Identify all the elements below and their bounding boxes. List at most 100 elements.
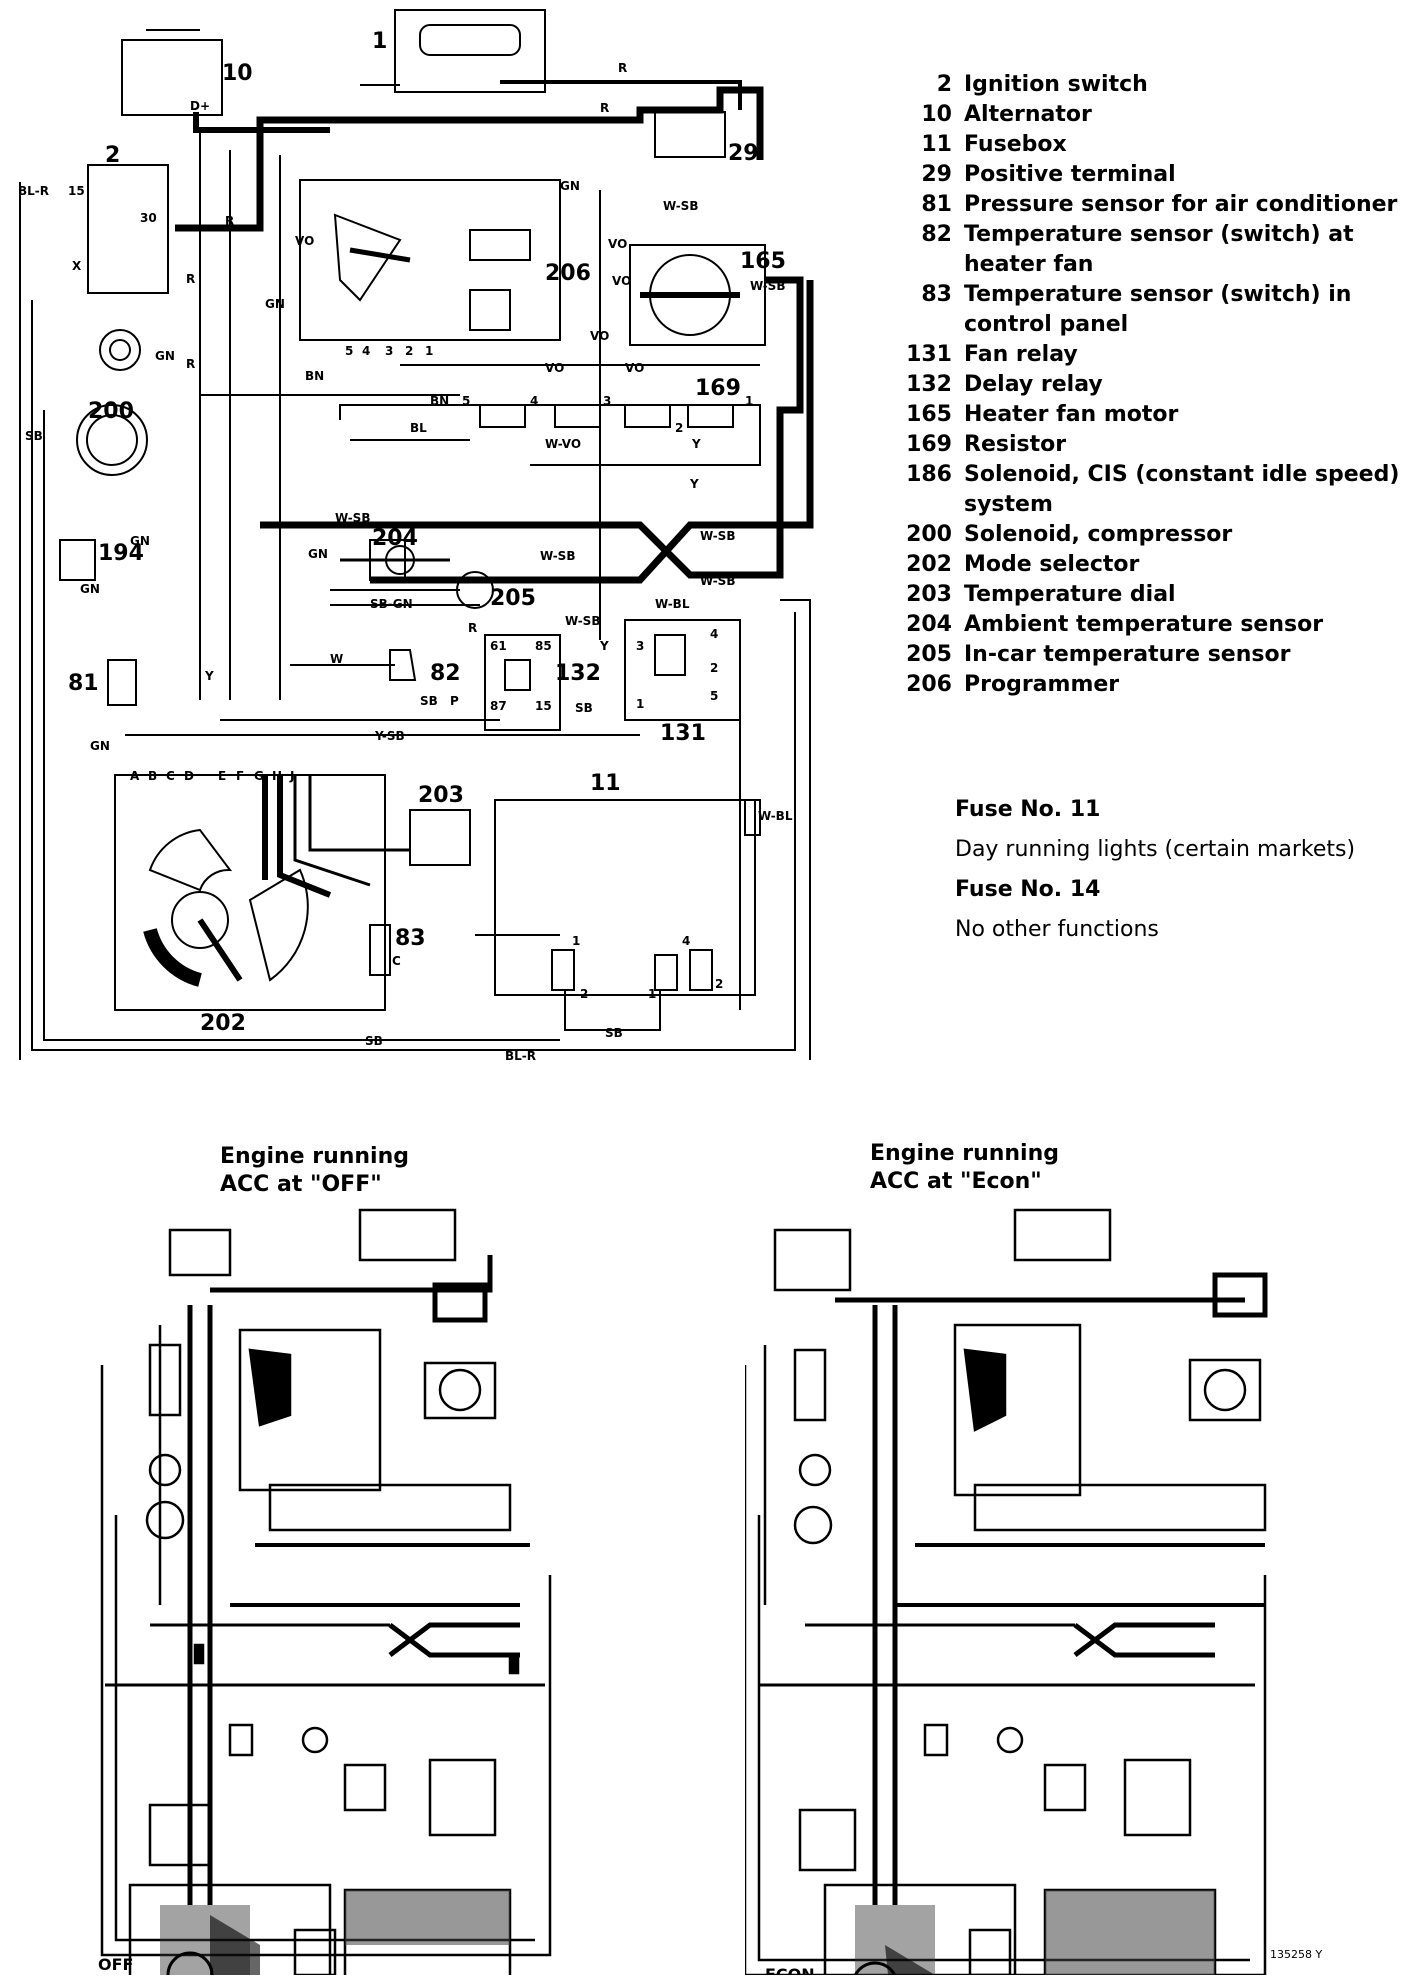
relay-pin-85: 85 — [535, 639, 552, 653]
wire-gn-1: GN — [560, 179, 580, 193]
legend-number: 169 — [906, 432, 952, 457]
label-11: 11 — [590, 771, 621, 796]
wire-bn-1: BN — [305, 369, 324, 383]
wire-y-2: Y — [689, 477, 699, 491]
legend-number: 186 — [906, 462, 952, 487]
label-132: 132 — [555, 661, 601, 686]
res-pin-1: 1 — [745, 394, 753, 408]
prog-pin-4: 4 — [362, 344, 370, 358]
wire-gn-6: GN — [90, 739, 110, 753]
wiring-diagram-off: OFF — [98, 1208, 552, 1975]
diagram-off-title-line2: ACC at "OFF" — [220, 1172, 382, 1197]
wire-wbl-2: W-BL — [758, 809, 793, 823]
wiring-diagram-econ: ECON — [745, 1208, 1268, 1975]
positive-terminal — [654, 111, 726, 158]
wire-sbgn: SB-GN — [370, 597, 413, 611]
wire-wsb-1: W-SB — [663, 199, 698, 213]
wire-labels: R R R R R R BL-R BL-R GN GN GN GN GN GN … — [18, 61, 793, 1060]
heater-fan — [629, 244, 766, 346]
wire-y-1: Y — [691, 437, 701, 451]
mode-pin-f: F — [236, 769, 244, 783]
terminal-30: 30 — [140, 211, 157, 225]
prog-pin-3: 3 — [385, 344, 393, 358]
wire-wsb-6: W-SB — [700, 574, 735, 588]
legend-number: 203 — [906, 582, 952, 607]
label-205: 205 — [490, 586, 536, 611]
wire-sb-4: SB — [605, 1026, 623, 1040]
label-200: 200 — [88, 399, 134, 424]
prog-pin-1: 1 — [425, 344, 433, 358]
legend-number: 206 — [906, 672, 952, 697]
resistor-4 — [687, 404, 734, 428]
relay-pin-61: 61 — [490, 639, 507, 653]
wire-vo-4: VO — [590, 329, 609, 343]
wire-wsb-2: W-SB — [750, 279, 785, 293]
label-83: 83 — [395, 926, 426, 951]
wire-gn-4: GN — [80, 582, 100, 596]
fuse11-pin-4: 4 — [682, 934, 690, 948]
wire-vo-5: VO — [545, 361, 564, 375]
wire-vo-2: VO — [608, 237, 627, 251]
fuse10-pin-1: 1 — [648, 987, 656, 1001]
mode-pin-d: D — [184, 769, 194, 783]
wire-r-3: R — [225, 214, 234, 228]
legend-text: Temperature sensor (switch) at heater fa… — [964, 222, 1354, 277]
wire-blr-2: BL-R — [505, 1049, 536, 1060]
wire-wsb-7: W-SB — [565, 614, 600, 628]
legend-number: 165 — [906, 402, 952, 427]
legend-number: 131 — [906, 342, 952, 367]
legend-number: 205 — [906, 642, 952, 667]
label-10: 10 — [222, 61, 253, 86]
legend-text: Solenoid, compressor — [964, 522, 1233, 547]
label-194: 194 — [98, 541, 144, 566]
sensor83-pin-c: C — [392, 954, 401, 968]
fuse14-pin-1: 1 — [572, 934, 580, 948]
legend-text: Ambient temperature sensor — [964, 612, 1324, 637]
wire-wsb-5: W-SB — [700, 529, 735, 543]
wire-sb-3: SB — [365, 1034, 383, 1048]
fusebox — [494, 799, 756, 996]
prog-pin-2: 2 — [405, 344, 413, 358]
fanrelay-pin-4: 4 — [710, 627, 718, 641]
legend-text: Delay relay — [964, 372, 1103, 397]
cis-solenoid — [59, 539, 96, 581]
fanrelay-pin-5: 5 — [710, 689, 718, 703]
delay-relay — [484, 634, 561, 731]
terminal-15: 15 — [68, 184, 85, 198]
label-131: 131 — [660, 721, 706, 746]
temperature-dial — [409, 809, 471, 866]
terminal-labels: 15 30 X D+ 5 4 3 2 1 5 4 3 2 1 61 85 87 … — [68, 99, 753, 1001]
fuse14-pin-2: 2 — [580, 987, 588, 1001]
legend-number: 204 — [906, 612, 952, 637]
legend-text: Alternator — [964, 102, 1092, 127]
diagram-off-title: Engine running ACC at "OFF" — [220, 1143, 409, 1199]
programmer — [299, 179, 561, 341]
fuse-11 — [689, 949, 713, 991]
main-wiring-diagram: 10 1 2 29 206 165 169 200 194 81 204 205… — [18, 9, 814, 1060]
fuse-14-text: No other functions — [955, 917, 1159, 942]
label-204: 204 — [372, 526, 418, 551]
wire-wvo: W-VO — [545, 437, 581, 451]
wire-gn-3: GN — [308, 547, 328, 561]
legend-number: 2 — [936, 72, 952, 97]
fuse-10 — [654, 954, 678, 991]
mode-selector — [114, 774, 386, 1011]
diagram-econ-title: Engine running ACC at "Econ" — [870, 1140, 1059, 1196]
legend-text: Programmer — [964, 672, 1120, 697]
pressure-sensor — [107, 659, 137, 706]
legend-number: 11 — [921, 132, 952, 157]
prog-pin-5: 5 — [345, 344, 353, 358]
wire-bl-1: BL — [410, 421, 427, 435]
label-2: 2 — [105, 143, 120, 168]
wire-sb-2: SB — [575, 701, 593, 715]
label-82: 82 — [430, 661, 461, 686]
